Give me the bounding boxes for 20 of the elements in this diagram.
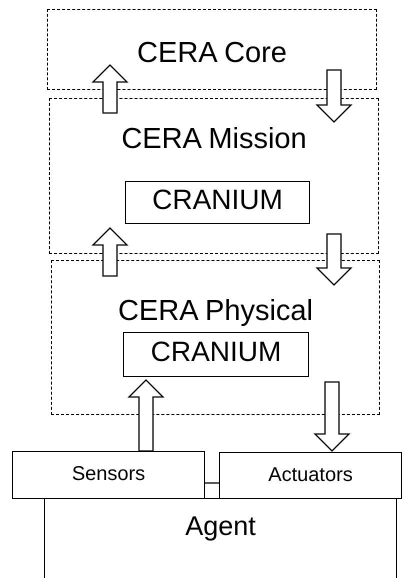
module-box — [125, 181, 310, 224]
block-arrow — [315, 69, 353, 123]
agent-box — [44, 498, 397, 578]
block-arrow — [313, 381, 351, 452]
block-arrow — [127, 379, 165, 452]
node-label: CRANIUM — [150, 336, 282, 368]
node-label: Agent — [185, 511, 256, 542]
connector-line — [205, 482, 219, 484]
block-arrow — [315, 233, 353, 286]
node-label: Actuators — [268, 464, 353, 487]
block-arrow — [91, 64, 129, 114]
node-label: CERA Mission — [121, 123, 307, 156]
node-label: CERA Physical — [118, 295, 313, 328]
module-box — [123, 332, 309, 377]
block-arrow — [91, 227, 129, 277]
module-box — [12, 451, 205, 499]
node-label: CERA Core — [137, 37, 287, 70]
node-label: CRANIUM — [152, 184, 283, 216]
node-label: Sensors — [72, 463, 146, 486]
module-box — [219, 452, 402, 499]
